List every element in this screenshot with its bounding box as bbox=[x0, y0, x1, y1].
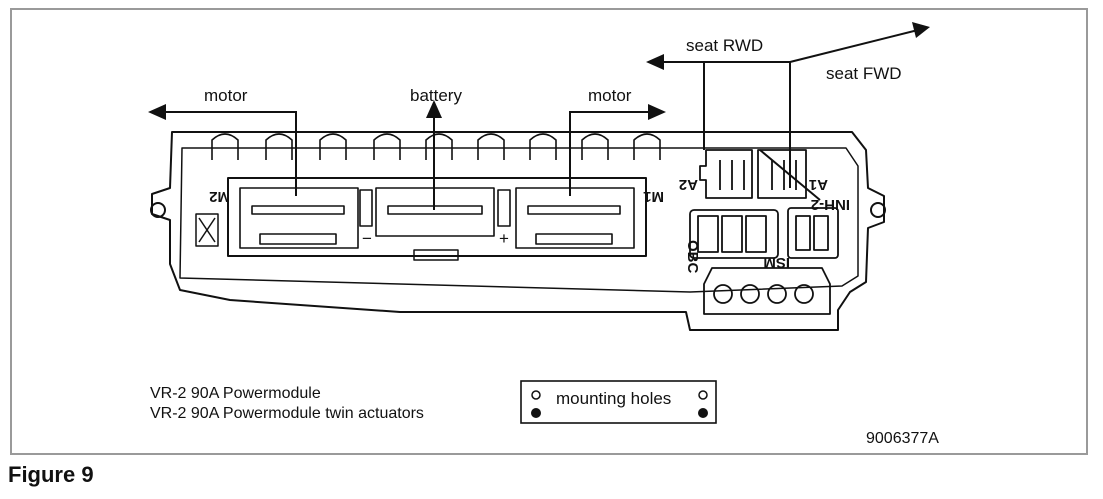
connector-bay bbox=[227, 177, 647, 257]
right-lug bbox=[870, 202, 886, 218]
m1-connector bbox=[515, 187, 635, 249]
arrow-right-icon bbox=[648, 104, 666, 120]
obc-connector bbox=[689, 209, 779, 259]
battery-label: battery bbox=[410, 86, 462, 105]
a2-label: A2 bbox=[679, 176, 698, 193]
model-line-2: VR-2 90A Powermodule twin actuators bbox=[150, 405, 424, 422]
motor-right-callout bbox=[569, 111, 654, 196]
inh2-label: INH-2 bbox=[811, 196, 850, 213]
part-number: 9006377A bbox=[866, 430, 939, 447]
arrow-up-icon bbox=[426, 100, 442, 118]
seat-rwd-label: seat RWD bbox=[686, 36, 763, 55]
lower-tab bbox=[413, 249, 459, 261]
obc-label: OBC bbox=[684, 240, 701, 274]
ism-connector bbox=[703, 267, 831, 315]
left-lug bbox=[150, 202, 166, 218]
m1-label: M1 bbox=[643, 188, 664, 205]
m2-connector bbox=[239, 187, 359, 249]
open-hole-icon bbox=[698, 390, 708, 400]
inh2-connector bbox=[787, 207, 839, 259]
motor-left-callout bbox=[160, 111, 297, 196]
seat-fwd-callout bbox=[789, 27, 927, 63]
figure-frame bbox=[10, 8, 1088, 455]
filled-hole-icon bbox=[531, 408, 541, 418]
figure-caption: Figure 9 bbox=[8, 462, 94, 487]
arrow-left-icon bbox=[646, 54, 664, 70]
ism-label: ISM bbox=[763, 254, 790, 271]
plus-label: + bbox=[499, 229, 509, 248]
seat-rwd-callout bbox=[656, 61, 791, 188]
open-hole-icon bbox=[531, 390, 541, 400]
minus-label: − bbox=[362, 229, 372, 248]
arrow-left-icon bbox=[148, 104, 166, 120]
a1-label: A1 bbox=[809, 176, 828, 193]
mounting-holes-legend-box bbox=[520, 380, 717, 424]
disposal-symbol-icon bbox=[195, 213, 219, 247]
inh-diagonal bbox=[759, 149, 821, 201]
m2-label: M2 bbox=[209, 188, 230, 205]
mounting-holes-label: mounting holes bbox=[556, 389, 671, 408]
motor-left-label: motor bbox=[204, 86, 248, 105]
arrow-diagonal-icon bbox=[912, 22, 930, 38]
cooling-fins bbox=[211, 133, 661, 160]
filled-hole-icon bbox=[698, 408, 708, 418]
housing-inner-outline bbox=[179, 147, 859, 293]
motor-right-label: motor bbox=[588, 86, 632, 105]
model-line-1: VR-2 90A Powermodule bbox=[150, 385, 321, 402]
seat-fwd-label: seat FWD bbox=[826, 64, 902, 83]
